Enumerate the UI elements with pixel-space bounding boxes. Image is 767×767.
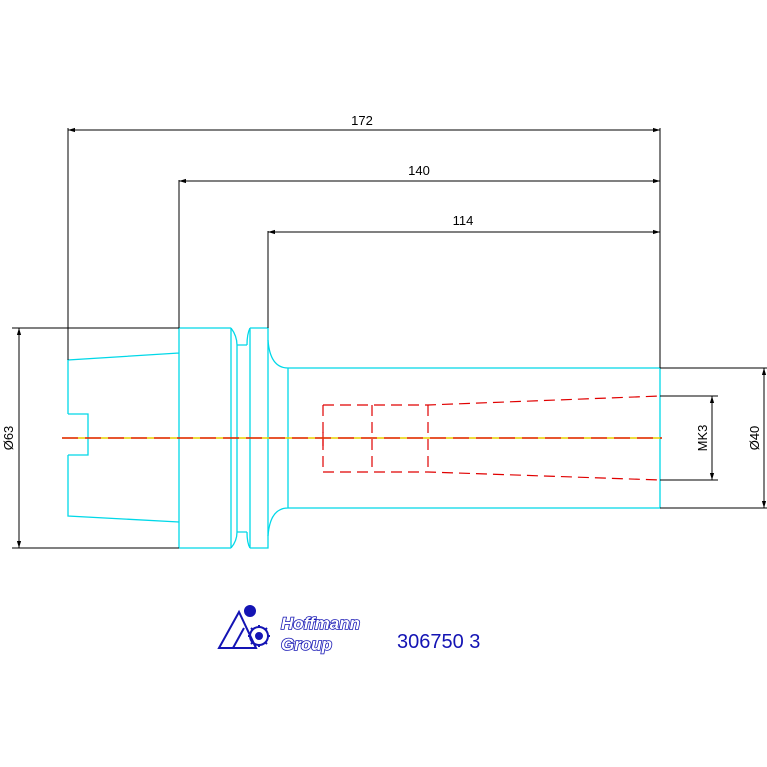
dim-label-taper: MK3 xyxy=(695,425,710,452)
hidden-lines xyxy=(322,395,661,481)
dim-label-mid: 140 xyxy=(408,163,430,178)
socket-notch xyxy=(68,413,89,456)
logo-line-2: Group xyxy=(281,635,332,654)
logo-emblem-icon xyxy=(217,605,270,649)
dim-label-shank: 114 xyxy=(453,213,474,228)
dim-label-overall: 172 xyxy=(351,113,373,128)
dim-label-flange: Ø63 xyxy=(1,426,16,451)
dim-label-bore: Ø40 xyxy=(747,426,762,451)
taper-bore-upper xyxy=(323,395,661,406)
diameter-dimensions xyxy=(12,327,767,549)
length-dimensions xyxy=(67,127,661,368)
taper-bore-lower xyxy=(323,471,661,481)
logo-line-1: Hoffmann xyxy=(281,614,360,633)
hoffmann-logo: Hoffmann Group xyxy=(217,605,361,655)
part-number: 306750 3 xyxy=(397,631,480,653)
